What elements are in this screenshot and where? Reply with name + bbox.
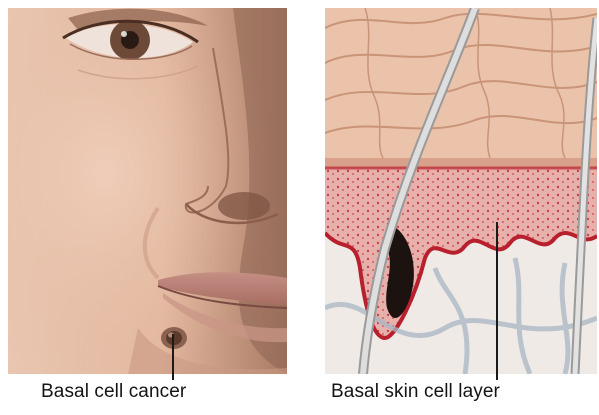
caption-pointer-right bbox=[496, 222, 498, 380]
lesion-icon bbox=[161, 327, 187, 349]
face-illustration-panel bbox=[8, 8, 287, 374]
skin-cross-section-panel bbox=[325, 8, 597, 374]
face-illustration bbox=[8, 8, 287, 374]
skin-cross-section-illustration bbox=[325, 8, 597, 374]
caption-basal-skin-cell-layer: Basal skin cell layer bbox=[331, 381, 500, 403]
caption-basal-cell-cancer: Basal cell cancer bbox=[41, 381, 186, 403]
caption-pointer-left bbox=[172, 334, 174, 380]
